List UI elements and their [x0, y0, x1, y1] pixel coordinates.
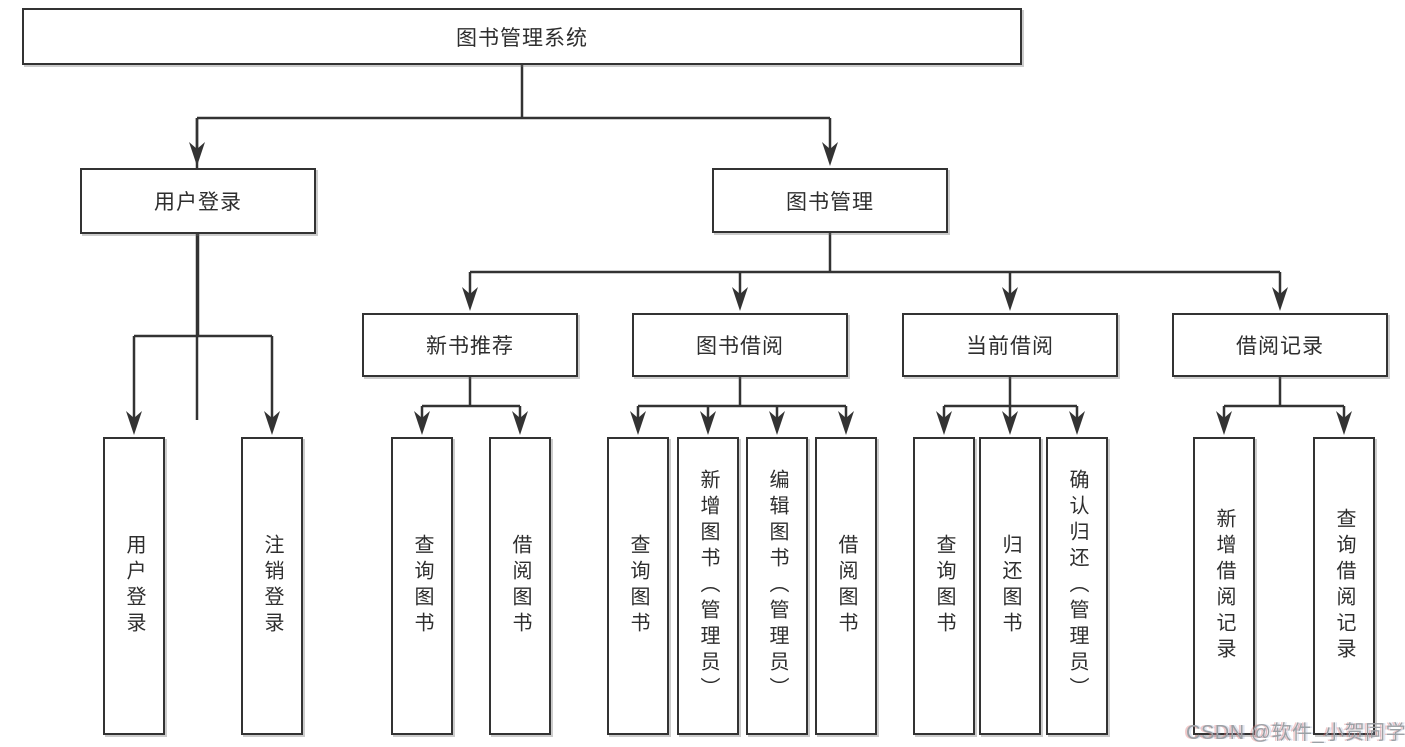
- node-new-book-recommendation: 新书推荐: [362, 313, 578, 377]
- node-label: 当前借阅: [966, 335, 1054, 358]
- leaf-return-books: 归还图书: [979, 437, 1041, 735]
- node-borrowing-records: 借阅记录: [1172, 313, 1388, 377]
- leaf-query-books-current: 查询图书: [913, 437, 975, 735]
- connector-new-book-recommendation-to-leaves: [414, 377, 528, 435]
- node-label: 查询图书: [933, 534, 955, 638]
- node-label: 借阅记录: [1236, 335, 1324, 358]
- node-book-borrowing: 图书借阅: [632, 313, 848, 377]
- leaf-add-borrowing-record: 新增借阅记录: [1193, 437, 1255, 735]
- connector-root-to-level1: [189, 64, 838, 420]
- csdn-watermark: CSDN @软件_小贺同学: [1186, 722, 1405, 744]
- node-label: 用户登录: [123, 534, 145, 638]
- connector-borrowing-records-to-leaves: [1216, 377, 1352, 435]
- node-label: 用户登录: [154, 191, 242, 214]
- node-label: 查询借阅记录: [1333, 508, 1355, 664]
- node-current-borrowing: 当前借阅: [902, 313, 1118, 377]
- leaf-borrow-books-borrowing: 借阅图书: [815, 437, 877, 735]
- leaf-logout-login: 注销登录: [241, 437, 303, 735]
- leaf-borrow-books-recommend: 借阅图书: [489, 437, 551, 735]
- node-label: 注销登录: [261, 534, 283, 638]
- node-label: 借阅图书: [835, 534, 857, 638]
- node-library-management-system: 图书管理系统: [22, 8, 1022, 65]
- node-book-management: 图书管理: [712, 168, 948, 233]
- leaf-query-books-recommend: 查询图书: [391, 437, 453, 735]
- node-label: 查询图书: [627, 534, 649, 638]
- node-label: 图书借阅: [696, 335, 784, 358]
- node-label: 借阅图书: [509, 534, 531, 638]
- node-label: 新书推荐: [426, 335, 514, 358]
- node-label: 图书管理: [786, 190, 874, 214]
- leaf-query-borrowing-record: 查询借阅记录: [1313, 437, 1375, 735]
- leaf-confirm-return-admin: 确认归还（管理员）: [1046, 437, 1108, 735]
- connector-book-borrowing-to-leaves: [630, 377, 854, 435]
- leaf-query-books-borrowing: 查询图书: [607, 437, 669, 735]
- leaf-add-books-admin: 新增图书（管理员）: [677, 437, 739, 735]
- node-label: 图书管理系统: [456, 26, 588, 50]
- connector-user-login-to-leaves: [126, 234, 280, 435]
- node-label: 新增图书（管理员）: [697, 469, 719, 703]
- leaf-user-login: 用户登录: [103, 437, 165, 735]
- node-label: 新增借阅记录: [1213, 508, 1235, 664]
- node-label: 确认归还（管理员）: [1066, 469, 1088, 703]
- connector-current-borrowing-to-leaves: [936, 377, 1085, 435]
- node-label: 查询图书: [411, 534, 433, 638]
- leaf-edit-books-admin: 编辑图书（管理员）: [746, 437, 808, 735]
- node-user-login: 用户登录: [80, 168, 316, 234]
- node-label: 编辑图书（管理员）: [766, 469, 788, 703]
- connector-book-management-to-level2: [462, 233, 1288, 311]
- node-label: 归还图书: [999, 534, 1021, 638]
